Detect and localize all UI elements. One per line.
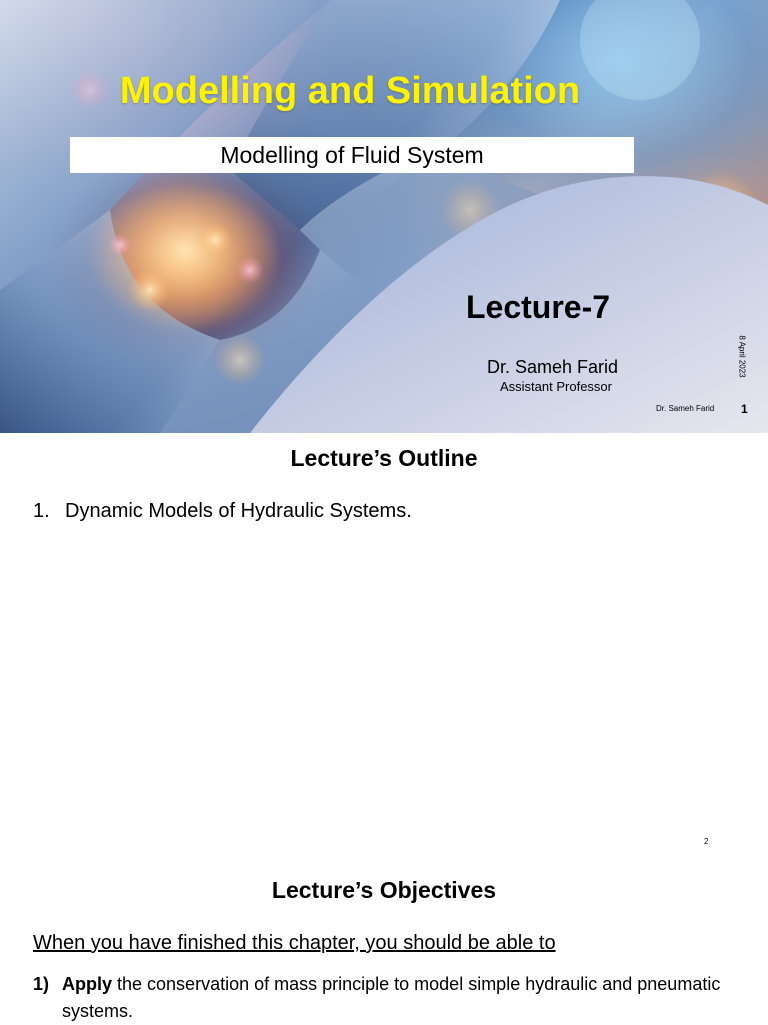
aperture-background — [0, 0, 768, 433]
objective-item: 1) Apply the conservation of mass princi… — [33, 971, 733, 1025]
lecture-number: Lecture-7 — [466, 289, 611, 325]
outline-slide: Lecture’s Outline 1. Dynamic Models of Hy… — [0, 433, 768, 863]
outline-item-text: Dynamic Models of Hydraulic Systems. — [65, 500, 412, 522]
objectives-slide: Lecture’s Objectives When you have finis… — [0, 863, 768, 1024]
objectives-intro: When you have finished this chapter, you… — [33, 932, 556, 954]
outline-item: 1. Dynamic Models of Hydraulic Systems. — [33, 500, 412, 523]
subtitle-box: Modelling of Fluid System — [70, 137, 634, 173]
author-name: Dr. Sameh Farid — [487, 357, 619, 377]
footer-author: Dr. Sameh Farid — [656, 404, 715, 413]
author-role: Assistant Professor — [500, 379, 612, 394]
objective-marker: 1) — [33, 974, 50, 994]
slide-number: 1 — [741, 402, 748, 416]
presentation-title: Modelling and Simulation — [119, 70, 581, 112]
objective-text: Apply the conservation of mass principle… — [33, 971, 733, 1025]
presentation-subtitle: Modelling of Fluid System — [220, 142, 484, 168]
outline-heading: Lecture’s Outline — [290, 445, 478, 471]
title-slide: Modelling and Simulation Modelling of Fl… — [0, 0, 768, 433]
slide-number: 2 — [704, 837, 709, 846]
outline-item-number: 1. — [33, 500, 50, 522]
objective-description: the conservation of mass principle to mo… — [62, 974, 721, 1021]
slide-date: 8 April 2023 — [737, 335, 747, 378]
objectives-heading: Lecture’s Objectives — [271, 877, 497, 903]
objective-verb: Apply — [62, 974, 113, 994]
